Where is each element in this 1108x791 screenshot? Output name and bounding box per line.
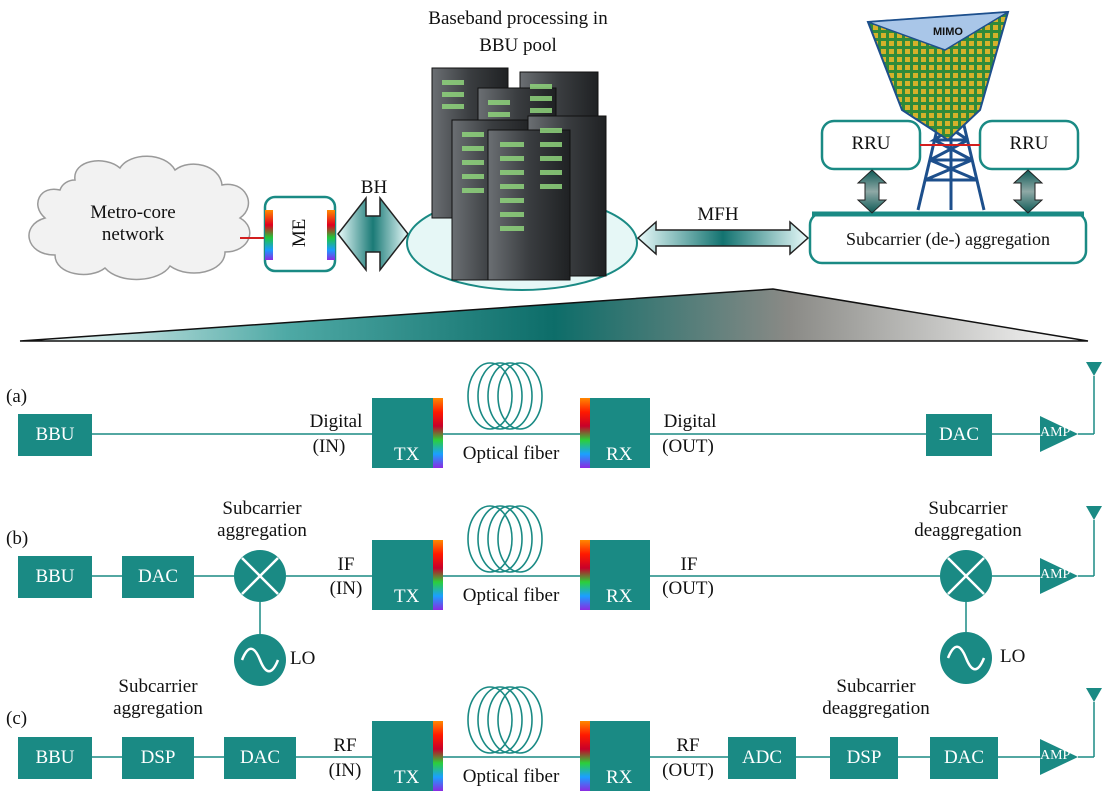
tx-a-label: TX xyxy=(394,444,420,465)
tx-b-label: TX xyxy=(394,586,420,607)
mixer-left-icon xyxy=(234,550,286,602)
bh-label: BH xyxy=(360,177,388,198)
digital-out-label: Digital xyxy=(663,411,717,432)
mfh-arrow xyxy=(636,220,810,256)
rx-c-label: RX xyxy=(606,767,633,788)
antenna-b-icon xyxy=(1086,506,1102,520)
mimo-antenna xyxy=(866,10,1010,142)
rru-left-vert-arrow xyxy=(856,169,888,214)
amp-b-label: AMP xyxy=(1040,567,1071,582)
fiber-c-label: Optical fiber xyxy=(462,766,560,787)
amp-a-label: AMP xyxy=(1040,425,1071,440)
row-c-tag: (c) xyxy=(6,708,28,729)
fiber-coil-a xyxy=(467,362,543,430)
digital-in-label: Digital xyxy=(309,411,363,432)
dac-c1-box: DAC xyxy=(224,737,296,779)
if-in-label: IF xyxy=(337,554,355,575)
fiber-coil-b xyxy=(467,505,543,573)
agg-b-label-1: Subcarrier xyxy=(222,498,302,519)
amp-c-label: AMP xyxy=(1040,748,1071,763)
row-c-lines xyxy=(92,702,1095,758)
dac-a-box: DAC xyxy=(926,414,992,456)
if-in-sub: (IN) xyxy=(329,578,363,599)
antenna-a-icon xyxy=(1086,362,1102,376)
fiber-b-label: Optical fiber xyxy=(462,585,560,606)
digital-in-sub: (IN) xyxy=(312,436,346,457)
rx-a-label: RX xyxy=(606,444,633,465)
dsp-c1-box: DSP xyxy=(122,737,194,779)
lo-right-icon xyxy=(940,632,992,684)
bbu-pool-label: Baseband processing in BBU pool xyxy=(428,8,608,56)
rx-a-box: RX xyxy=(580,398,650,468)
rf-in-label: RF xyxy=(333,735,357,756)
row-a-tag: (a) xyxy=(6,386,28,407)
agg-c-label-2: aggregation xyxy=(113,698,203,719)
deagg-c-label-2: deaggregation xyxy=(822,698,930,719)
bbu-a-box: BBU xyxy=(18,414,92,456)
deagg-b-label-1: Subcarrier xyxy=(928,498,1008,519)
deagg-b-label-2: deaggregation xyxy=(914,520,1022,541)
deagg-c-label-1: Subcarrier xyxy=(836,676,916,697)
dsp-c2-box: DSP xyxy=(830,737,898,779)
mixer-right-icon xyxy=(940,550,992,602)
digital-out-sub: (OUT) xyxy=(662,436,714,457)
adc-c-box: ADC xyxy=(728,737,796,779)
if-out-label: IF xyxy=(680,554,698,575)
mimo-label: MIMO xyxy=(933,26,963,38)
me-rainbow-right xyxy=(327,210,335,260)
row-b-tag: (b) xyxy=(6,528,29,549)
tx-c-label: TX xyxy=(394,767,420,788)
tx-c-box: TX xyxy=(372,721,443,791)
agg-b-label-2: aggregation xyxy=(217,520,307,541)
rx-b-box: RX xyxy=(580,540,650,610)
rru-right-label: RRU xyxy=(1009,133,1049,154)
rx-b-label: RX xyxy=(606,586,633,607)
rru-right-vert-arrow xyxy=(1012,169,1044,214)
fiber-a-label: Optical fiber xyxy=(462,443,560,464)
dac-c2-box: DAC xyxy=(930,737,998,779)
bbu-b-box: BBU xyxy=(18,556,92,598)
me-rainbow-left xyxy=(265,210,273,260)
me-label: ME xyxy=(289,218,311,248)
subcarrier-agg-label: Subcarrier (de-) aggregation xyxy=(846,229,1050,249)
if-out-sub: (OUT) xyxy=(662,578,714,599)
zoom-wedge xyxy=(19,288,1089,342)
lo-left-icon xyxy=(234,634,286,686)
tx-b-box: TX xyxy=(372,540,443,610)
metro-core-label: Metro-core network xyxy=(90,202,176,245)
row-a-lines xyxy=(92,376,1095,435)
rx-c-box: RX xyxy=(580,721,650,791)
mfh-label: MFH xyxy=(697,204,739,225)
bh-arrow xyxy=(337,195,409,273)
bbu-c-box: BBU xyxy=(18,737,92,779)
tx-a-box: TX xyxy=(372,398,443,468)
dac-b-box: DAC xyxy=(122,556,194,598)
rf-out-sub: (OUT) xyxy=(662,760,714,781)
lo-left-label: LO xyxy=(290,648,316,669)
amp-a-shape xyxy=(1040,416,1078,452)
lo-right-label: LO xyxy=(1000,646,1026,667)
rf-in-sub: (IN) xyxy=(328,760,362,781)
agg-c-label-1: Subcarrier xyxy=(118,676,198,697)
rru-left-label: RRU xyxy=(851,133,891,154)
server-racks xyxy=(431,67,607,281)
antenna-c-icon xyxy=(1086,688,1102,702)
amp-c-shape xyxy=(1040,739,1078,775)
rf-out-label: RF xyxy=(676,735,700,756)
amp-b-shape xyxy=(1040,558,1078,594)
fiber-coil-c xyxy=(467,686,543,754)
row-b-lines xyxy=(92,520,1095,634)
metro-core-cloud xyxy=(28,155,251,281)
